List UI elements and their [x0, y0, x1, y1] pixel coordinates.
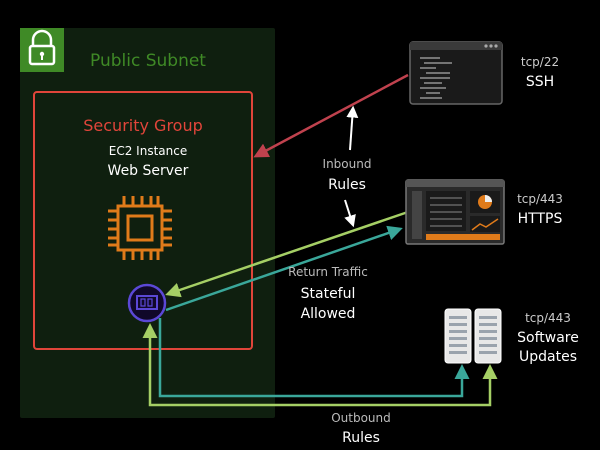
- security-group-title: Security Group: [83, 116, 203, 135]
- https-port-label: tcp/443: [517, 192, 563, 206]
- inbound-pointer-down: [344, 199, 356, 228]
- updates-name-line1: Software: [517, 330, 579, 346]
- return-traffic-arrow: [165, 225, 403, 312]
- https-inbound-arrow: [165, 210, 409, 298]
- instance-name-label: Web Server: [108, 163, 189, 179]
- ec2-chip-icon: [108, 196, 172, 260]
- inbound-label-line2: Rules: [328, 177, 366, 193]
- ssh-inbound-arrow: [253, 73, 409, 158]
- return-traffic-line1: Return Traffic: [288, 265, 368, 279]
- lock-icon: [20, 28, 64, 72]
- https-name-label: HTTPS: [518, 211, 563, 227]
- updates-port-label: tcp/443: [525, 311, 571, 325]
- outbound-rules-path: [142, 323, 498, 407]
- subnet-title: Public Subnet: [90, 51, 206, 71]
- browser-dashboard-icon: [405, 179, 505, 245]
- updates-name-line2: Updates: [519, 349, 577, 365]
- network-interface-icon: [127, 283, 167, 323]
- outbound-label-line1: Outbound: [331, 411, 391, 425]
- server-rack-icon: [444, 308, 502, 364]
- inbound-pointer-up: [346, 105, 359, 151]
- outbound-label-line2: Rules: [342, 430, 380, 446]
- terminal-icon: [409, 41, 503, 105]
- return-traffic-line2: Stateful: [301, 286, 356, 302]
- inbound-label-line1: Inbound: [323, 157, 372, 171]
- public-subnet-box: [20, 28, 275, 418]
- instance-type-label: EC2 Instance: [109, 144, 187, 158]
- ssh-port-label: tcp/22: [521, 55, 559, 69]
- return-traffic-line3: Allowed: [301, 306, 356, 322]
- ssh-name-label: SSH: [526, 74, 554, 90]
